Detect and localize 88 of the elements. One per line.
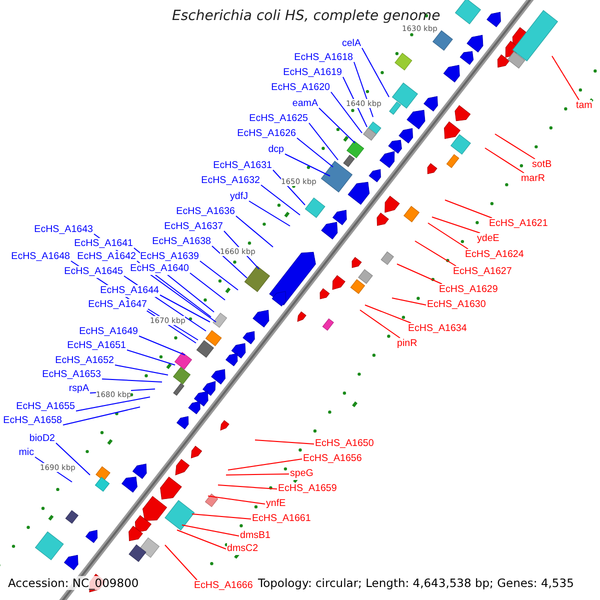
title: Escherichia coli HS, complete genome	[172, 8, 440, 24]
gene-label: EcHS_A1651	[67, 340, 126, 352]
leader-line	[354, 62, 374, 118]
gene-label: EcHS_A1640	[130, 263, 189, 275]
leader-line	[396, 264, 442, 284]
gene-label: EcHS_A1652	[55, 355, 114, 367]
gene-label: EcHS_A1637	[164, 221, 223, 233]
leader-line	[236, 216, 274, 248]
gene-label: pinR	[397, 338, 418, 350]
leader-line	[360, 310, 400, 338]
gene-label: EcHS_A1625	[249, 113, 308, 125]
gene-label: EcHS_A1618	[294, 52, 353, 64]
gene-label: EcHS_A1658	[3, 415, 62, 427]
leader-line	[76, 396, 150, 412]
gene-label: EcHS_A1624	[465, 249, 524, 261]
accession-text: Accession: NC_009800	[8, 576, 139, 590]
leader-line	[284, 154, 330, 176]
leader-line	[164, 544, 198, 580]
gene-label: EcHS_A1627	[453, 266, 512, 278]
gene-label: EcHS_A1632	[201, 175, 260, 187]
leader-line	[182, 524, 240, 536]
gene-label: EcHS_A1645	[64, 266, 123, 278]
leader-line	[102, 378, 162, 382]
leader-line	[218, 484, 278, 490]
gene-label: EcHS_A1648	[11, 251, 70, 263]
leader-line	[428, 222, 468, 250]
gene-label: EcHS_A1643	[34, 224, 93, 236]
gene-label: EcHS_A1629	[439, 284, 498, 296]
leader-line	[296, 138, 334, 168]
leader-line	[362, 48, 390, 98]
leader-line	[192, 514, 252, 520]
leader-line	[364, 304, 412, 324]
gene-label: EcHS_A1666	[194, 580, 253, 592]
leader-line	[138, 336, 186, 356]
gene-label: speG	[290, 468, 314, 480]
leader-line	[444, 200, 492, 218]
gene-label: EcHS_A1647	[88, 299, 147, 311]
leader-line	[62, 406, 140, 426]
gene-label: EcHS_A1650	[315, 438, 374, 450]
leader-line	[308, 122, 338, 160]
gene-label: EcHS_A1661	[252, 513, 311, 525]
gene-label: EcHS_A1638	[152, 236, 211, 248]
leader-line	[208, 496, 266, 504]
gene-label: EcHS_A1642	[77, 251, 136, 263]
leader-line	[494, 134, 536, 160]
leader-line	[212, 246, 248, 278]
gene-label: EcHS_A1631	[213, 160, 272, 172]
leader-line	[248, 200, 290, 226]
gene-label: EcHS_A1626	[237, 128, 296, 140]
gene-label: EcHS_A1630	[427, 299, 486, 311]
gene-label: dmsC2	[227, 543, 258, 555]
gene-label: EcHS_A1619	[283, 67, 342, 79]
gene-label: EcHS_A1659	[278, 483, 337, 495]
gene-label: EcHS_A1620	[271, 82, 330, 94]
gene-label: EcHS_A1636	[176, 206, 235, 218]
leader-line	[114, 364, 168, 376]
gene-label: dcp	[268, 144, 284, 156]
leader-line	[126, 350, 176, 366]
leader-line	[330, 92, 362, 134]
gene-label: EcHS_A1634	[408, 323, 467, 335]
gene-label: ydfJ	[230, 191, 248, 203]
leader-line	[484, 148, 524, 174]
gene-label: EcHS_A1655	[16, 401, 75, 413]
leader-line	[190, 272, 226, 300]
gene-label: EcHS_A1641	[74, 238, 133, 250]
leader-line	[260, 184, 300, 216]
gene-label: rspA	[68, 383, 89, 395]
leader-line	[318, 108, 356, 144]
leader-line	[552, 56, 580, 100]
gene-label: EcHS_A1639	[140, 251, 199, 263]
leader-line	[392, 298, 426, 306]
gene-label: EcHS_A1621	[489, 218, 548, 230]
leader-line	[226, 474, 290, 476]
gene-label: EcHS_A1644	[100, 285, 159, 297]
gene-label: EcHS_A1653	[42, 369, 101, 381]
leader-line	[228, 458, 302, 470]
leader-line	[414, 240, 456, 266]
leader-line	[56, 442, 90, 476]
gene-label: EcHS_A1656	[303, 453, 362, 465]
gene-label: EcHS_A1649	[79, 326, 138, 338]
leader-line	[200, 260, 238, 290]
gene-label: ynfE	[266, 498, 286, 510]
leader-line	[176, 530, 226, 550]
leader-line	[160, 294, 210, 322]
genome-info-text: Topology: circular; Length: 4,643,538 bp; Genes: 4,535	[258, 576, 574, 590]
leader-line	[254, 440, 314, 444]
gene-label: ydeE	[477, 233, 500, 245]
leader-line	[432, 216, 480, 234]
